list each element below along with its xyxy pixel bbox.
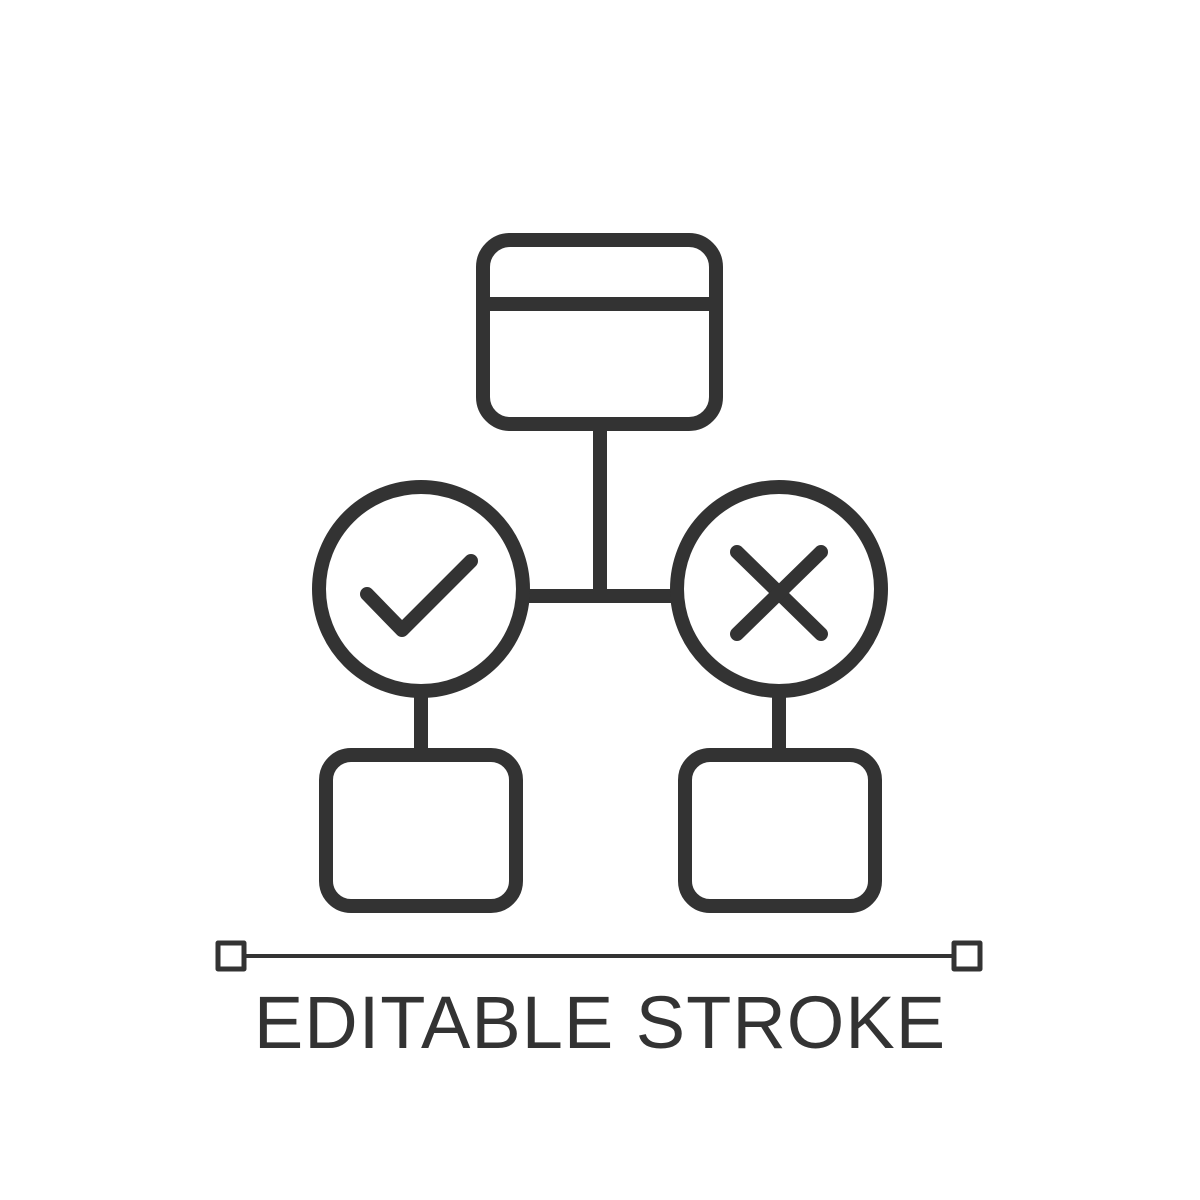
left-result-box <box>319 748 523 913</box>
top-card-node <box>476 233 723 431</box>
stroke-handle-right <box>951 940 983 972</box>
check-mark-icon <box>360 554 478 637</box>
check-circle-icon <box>312 480 530 698</box>
cross-circle-icon <box>670 480 888 698</box>
top-card-frame <box>476 233 723 431</box>
stroke-width-line <box>215 940 983 972</box>
check-circle-ring <box>312 480 530 698</box>
right-result-box <box>678 748 882 913</box>
branch-connector <box>522 424 675 603</box>
stroke-handle-left <box>215 940 247 972</box>
cross-stroke-b <box>730 545 828 641</box>
editable-stroke-caption: EDITABLE STROKE <box>253 981 947 1064</box>
